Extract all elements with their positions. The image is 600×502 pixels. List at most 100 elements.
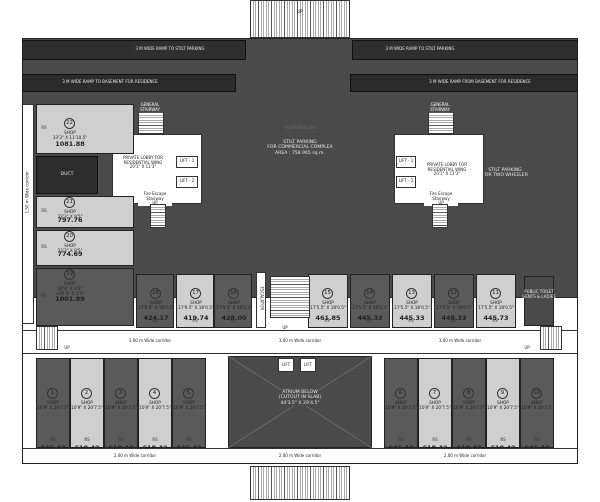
shop-number: 11 — [490, 288, 501, 299]
shop-label: SHOP — [150, 300, 162, 305]
fire-escape-left-stair — [150, 204, 166, 228]
top-entrance-stair — [250, 0, 350, 38]
shop-number: 17 — [190, 288, 201, 299]
lift-2-label: LIFT - 2 — [179, 178, 195, 183]
escalator-stair — [270, 276, 310, 318]
lift-box-r2 — [396, 176, 416, 188]
shop-label: SHOP — [531, 400, 543, 405]
lift-b-label: LIFT — [303, 362, 313, 367]
shop-rs-label: RS — [466, 437, 472, 442]
shop-number: 7 — [429, 388, 440, 399]
shop-dimensions: 33'3" X 9'9" +45'3" X 2'3" — [55, 286, 85, 296]
shop-label: SHOP — [395, 400, 407, 405]
shop-dimensions: 10'9" X 20'7.5" — [37, 405, 69, 410]
shop-dimensions: 17'5.5" X 18'0.5" — [478, 305, 514, 310]
shop-rs-label: RS — [192, 318, 198, 323]
shop-number: 18 — [150, 288, 161, 299]
shop-rs-label: RS — [398, 437, 404, 442]
shop-rs-label: RS — [534, 437, 540, 442]
shop-rs-label: RS — [118, 437, 124, 442]
shop-unit — [104, 358, 138, 448]
lift-a-label: LIFT — [281, 362, 291, 367]
corridor-left-label: 3.00 m Wide corridor — [128, 338, 172, 343]
shop-label: SHOP — [64, 209, 76, 214]
lift-box-r1 — [396, 156, 416, 168]
corridor-bottom-center-label: 2.00 m Wide corridor — [278, 453, 322, 458]
shop-dimensions: 10'9" X 20'7.5" — [521, 405, 553, 410]
shop-number: 8 — [463, 388, 474, 399]
shop-label: SHOP — [429, 400, 441, 405]
shop-number: 21 — [64, 197, 75, 208]
shop-rs-label: RS — [84, 437, 90, 442]
shop-rs-label: RS — [366, 318, 372, 323]
shop-area: 445.33 — [357, 314, 383, 322]
shop-rs-label: RS — [41, 208, 47, 213]
lift-r1-label: LIFT - 1 — [398, 158, 414, 163]
shop-number: 19 — [64, 269, 75, 280]
lobby-block-right — [394, 134, 484, 204]
shop-unit — [36, 358, 70, 448]
shop-unit — [214, 274, 252, 328]
shop-label: SHOP — [490, 300, 502, 305]
shop-number: 14 — [364, 288, 375, 299]
shop-number: 3 — [115, 388, 126, 399]
shop-rs-label: RS — [230, 318, 236, 323]
shop-number: 9 — [497, 388, 508, 399]
shop-rs-label: RS — [41, 293, 47, 298]
shop-number: 20 — [64, 231, 75, 242]
shop-area: 428.00 — [221, 314, 247, 322]
bottom-entrance-stair — [250, 466, 350, 500]
shop-dimensions: 10'9" X 20'7.5" — [419, 405, 451, 410]
shop-unit — [308, 274, 348, 328]
shop-area: 461.85 — [315, 314, 341, 322]
watermark: PROPTIGER.com — [283, 125, 317, 130]
shop-dimensions: 10'9" X 20'7.5" — [71, 405, 103, 410]
public-toilet — [524, 276, 554, 326]
shop-dimensions: 17'5.5" X 18'0.5" — [436, 305, 472, 310]
two-wheeler-parking-label: STILT PARKING FOR TWO WHEELER — [482, 168, 528, 179]
shop-label: SHOP — [497, 400, 509, 405]
lift-box-2 — [176, 176, 198, 188]
shop-unit — [36, 230, 134, 266]
shop-area: 419.74 — [183, 314, 209, 322]
general-stairway-right-label: GENERAL STAIRWAY — [424, 102, 456, 113]
shop-label: SHOP — [64, 281, 76, 286]
general-stairway-left-label: GENERAL STAIRWAY — [134, 102, 166, 113]
shop-label: SHOP — [115, 400, 127, 405]
shop-dimensions: 10'9" X 20'7.5" — [105, 405, 137, 410]
shop-rs-label: RS — [186, 437, 192, 442]
shop-rs-label: RS — [432, 437, 438, 442]
shop-rs-label: RS — [408, 318, 414, 323]
duct-label: DUCT — [60, 172, 74, 177]
shop-dimensions: 17'5.5" X 18'0.5" — [310, 305, 346, 310]
shop-label: SHOP — [364, 300, 376, 305]
shop-unit — [172, 358, 206, 448]
shop-unit — [350, 274, 390, 328]
shop-unit — [384, 358, 418, 448]
shop-number: 16 — [228, 288, 239, 299]
shop-label: SHOP — [183, 400, 195, 405]
shop-area: 1001.89 — [55, 295, 85, 303]
ramp-stilt-right-label: 3 M WIDE RAMP TO STILT PARKING — [385, 46, 455, 51]
shop-dimensions: 10'9" X 20'7.5" — [139, 405, 171, 410]
ramp-stilt-left-label: 3 M WIDE RAMP TO STILT PARKING — [135, 46, 205, 51]
shop-area: 445.73 — [483, 314, 509, 322]
shop-number: 10 — [531, 388, 542, 399]
stilt-parking-label: STILT PARKING FOR COMMERCIAL COMPLEX ARE… — [267, 140, 333, 156]
fire-escape-right-stair — [432, 204, 448, 228]
shop-rs-label: RS — [152, 318, 158, 323]
shop-label: SHOP — [448, 300, 460, 305]
shop-rs-label: RS — [324, 318, 330, 323]
shop-dimensions: 10'9" X 20'7.5" — [453, 405, 485, 410]
shop-label: SHOP — [64, 130, 76, 135]
vertical-corridor-label: 1.50 m Wide corridor — [24, 171, 30, 214]
shop-unit — [138, 358, 172, 448]
shop-unit — [36, 104, 134, 154]
shop-label: SHOP — [47, 400, 59, 405]
shop-number: 2 — [81, 388, 92, 399]
shop-number: 1 — [47, 388, 58, 399]
shop-label: SHOP — [322, 300, 334, 305]
shop-number: 5 — [183, 388, 194, 399]
shop-area: 424.17 — [143, 314, 169, 322]
